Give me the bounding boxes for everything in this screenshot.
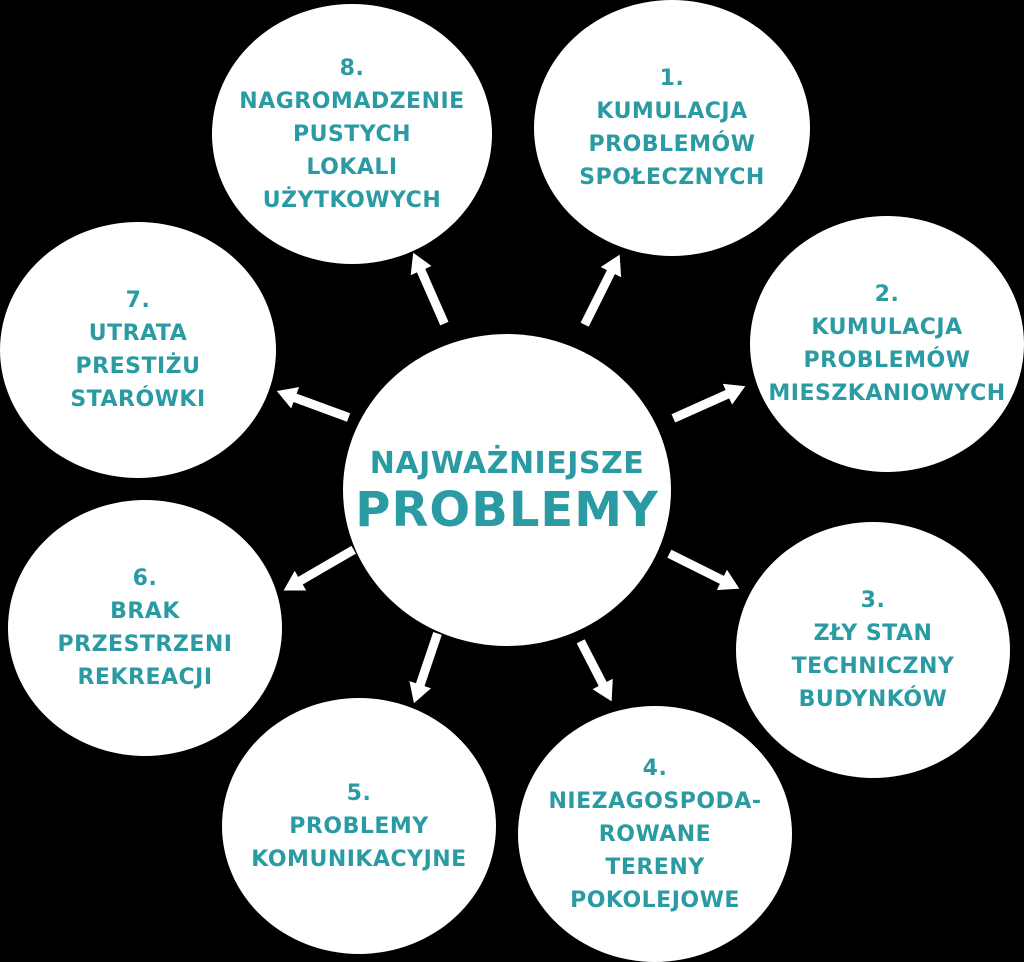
problem-label-line: MIESZKANIOWYCH: [768, 381, 1006, 406]
problem-label-line: REKREACJI: [77, 665, 213, 690]
problem-number: 3.: [860, 588, 886, 613]
arrow-to-problem-5: [405, 628, 446, 709]
problem-label-line: SPOŁECZNYCH: [579, 165, 765, 190]
center-title-line2: PROBLEMY: [355, 482, 659, 538]
problem-label-line: KUMULACJA: [811, 315, 963, 340]
problem-label-line: ZŁY STAN: [813, 621, 933, 646]
arrow-to-problem-7: [271, 383, 355, 426]
arrow-to-problem-3: [663, 545, 745, 594]
center-circle: NAJWAŻNIEJSZE PROBLEMY: [343, 334, 671, 646]
problem-label-line: UŻYTKOWYCH: [262, 187, 442, 213]
problem-label-line: KUMULACJA: [596, 99, 748, 124]
problem-label-line: PROBLEMÓW: [803, 348, 971, 373]
problem-circle-3: 3. ZŁY STAN TECHNICZNY BUDYNKÓW: [736, 522, 1010, 778]
problem-label-line: TERENY: [605, 854, 705, 880]
problem-label-line: PRZESTRZENI: [57, 632, 233, 657]
problem-number: 1.: [659, 66, 685, 91]
problem-number: 7.: [125, 288, 151, 313]
arrow-to-problem-8: [407, 247, 453, 330]
problem-label-line: BRAK: [110, 599, 180, 624]
problem-circle-5: 5. PROBLEMY KOMUNIKACYJNE: [222, 698, 496, 954]
problem-label-line: ROWANE: [598, 821, 712, 847]
center-title-line1: NAJWAŻNIEJSZE: [369, 446, 645, 481]
problem-number: 5.: [346, 780, 372, 806]
problem-number: 8.: [339, 55, 365, 81]
arrow-to-problem-6: [278, 541, 361, 594]
problem-circle-6: 6. BRAK PRZESTRZENI REKREACJI: [8, 500, 282, 756]
problem-label-line: KOMUNIKACYJNE: [251, 846, 467, 872]
problem-label-line: PROBLEMÓW: [588, 132, 756, 157]
problem-circle-7: 7. UTRATA PRESTIŻU STARÓWKI: [0, 222, 276, 478]
problem-label-line: LOKALI: [306, 154, 398, 180]
arrow-to-problem-4: [572, 635, 617, 707]
problem-label-line: TECHNICZNY: [791, 654, 955, 679]
problem-circle-4: 4. NIEZAGOSPODA- ROWANE TERENY POKOLEJOW…: [518, 706, 792, 962]
problem-label-line: NAGROMADZENIE: [239, 88, 465, 114]
problem-label-line: PRESTIŻU: [75, 354, 201, 379]
problem-label-line: STARÓWKI: [70, 387, 206, 412]
problem-number: 2.: [874, 282, 900, 307]
problem-label-line: BUDYNKÓW: [798, 687, 948, 712]
problem-label-line: UTRATA: [88, 321, 188, 346]
problem-number: 6.: [132, 566, 158, 591]
problem-number: 4.: [642, 755, 668, 781]
problem-label-line: POKOLEJOWE: [570, 887, 740, 913]
problem-circle-2: 2. KUMULACJA PROBLEMÓW MIESZKANIOWYCH: [750, 216, 1024, 472]
arrow-to-problem-1: [576, 249, 625, 331]
arrow-to-problem-2: [667, 380, 751, 427]
problem-circle-8: 8. NAGROMADZENIE PUSTYCH LOKALI UŻYTKOWY…: [212, 4, 492, 264]
problem-circle-1: 1. KUMULACJA PROBLEMÓW SPOŁECZNYCH: [534, 0, 810, 256]
problem-label-line: PROBLEMY: [289, 813, 429, 839]
problem-label-line: PUSTYCH: [292, 121, 412, 147]
problem-label-line: NIEZAGOSPODA-: [548, 788, 762, 814]
